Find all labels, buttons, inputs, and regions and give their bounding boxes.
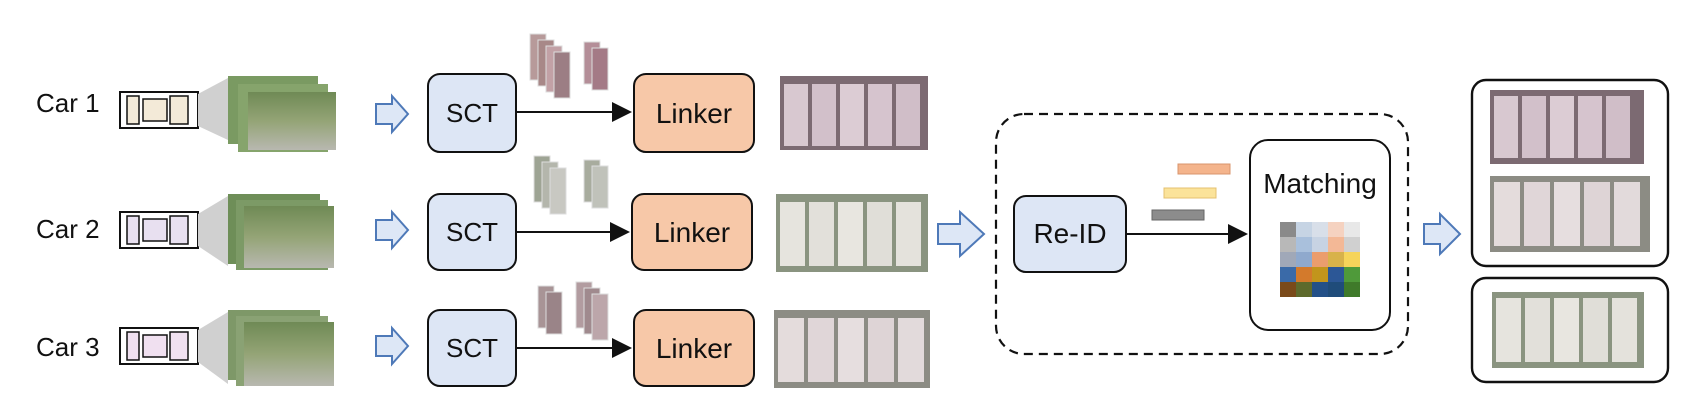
linker-box (633, 309, 755, 387)
row-car-2: Car 2 SCT Linker (36, 155, 928, 272)
linker-label: Linker (654, 217, 730, 248)
linker-box (633, 73, 755, 153)
block-arrow (375, 325, 410, 367)
reid-matching-panel: Re-ID Matching (994, 112, 1410, 356)
car-icon (119, 312, 228, 384)
camera-frames (228, 310, 334, 386)
tracklet-thumbnails (537, 281, 609, 341)
linked-tracklet-strip (780, 76, 928, 150)
sct-label: SCT (446, 98, 498, 128)
linker-box (631, 193, 753, 271)
block-arrow (375, 93, 410, 135)
linker-label: Linker (656, 333, 732, 364)
tracklet-thumbnails (533, 155, 609, 215)
camera-frames (228, 76, 336, 152)
reid-label: Re-ID (1033, 218, 1106, 249)
car-label: Car 1 (36, 88, 100, 118)
car-icon (119, 196, 228, 266)
similarity-matrix (1280, 222, 1360, 297)
output-identity-group-1 (1470, 78, 1670, 268)
linked-tracklet-strip (776, 194, 928, 272)
feature-embeddings (1151, 163, 1231, 221)
sct-label: SCT (446, 217, 498, 247)
tracklet-thumbnails (529, 33, 609, 99)
block-arrow-to-output (1423, 211, 1462, 257)
matching-label: Matching (1263, 168, 1377, 199)
car-label: Car 3 (36, 332, 100, 362)
block-arrow (375, 209, 410, 251)
output-identity-group-2 (1470, 276, 1670, 384)
linker-label: Linker (656, 98, 732, 129)
block-arrow-to-reid (937, 209, 986, 259)
row-car-3: Car 3 SCT Linker (36, 281, 930, 388)
row-car-1: Car 1 SCT Link (36, 33, 928, 153)
sct-label: SCT (446, 333, 498, 363)
camera-frames (228, 194, 334, 270)
linked-tracklet-strip (774, 310, 930, 388)
car-icon (119, 78, 228, 140)
car-label: Car 2 (36, 214, 100, 244)
